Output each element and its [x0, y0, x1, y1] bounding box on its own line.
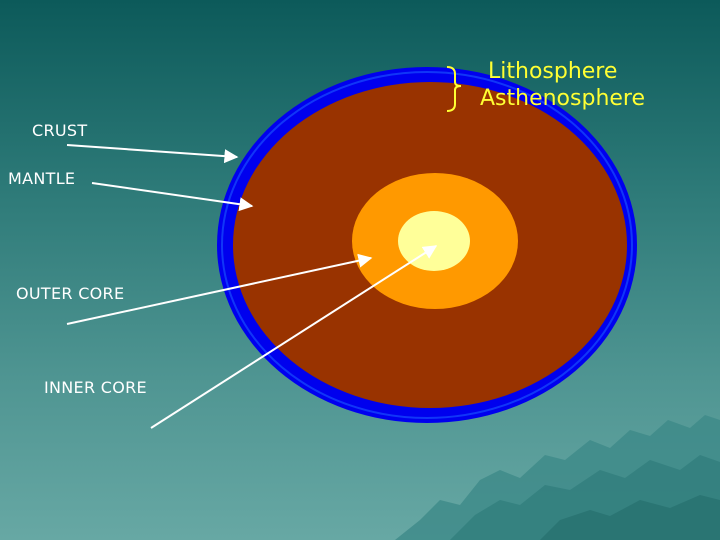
asthenosphere-label: Asthenosphere	[480, 86, 646, 111]
outer-core-label: OUTER CORE	[16, 284, 125, 303]
inner-core-label: INNER CORE	[44, 378, 147, 397]
crust-label: CRUST	[32, 121, 88, 140]
crust-arrow	[66, 144, 239, 164]
mountain-silhouette	[395, 415, 720, 540]
inner-core-layer	[398, 211, 470, 271]
lithosphere-label: Lithosphere	[488, 59, 618, 84]
mantle-label: MANTLE	[8, 169, 76, 188]
outer-core-arrow	[66, 253, 373, 325]
inner-core-arrow	[150, 245, 438, 429]
brace-icon	[446, 66, 462, 112]
mantle-arrow	[91, 182, 254, 212]
